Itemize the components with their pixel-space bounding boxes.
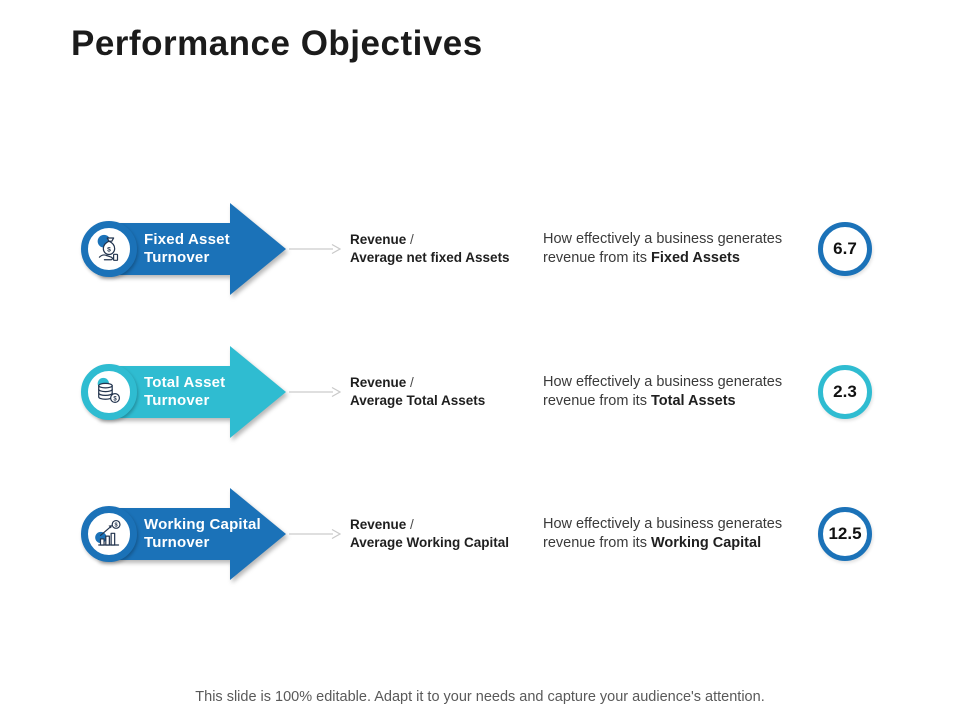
value-badge: 2.3 (818, 365, 872, 419)
description-line1: How effectively a business generates (543, 231, 783, 247)
formula-denominator: Average Working Capital (350, 535, 510, 550)
value-badge: 12.5 (818, 507, 872, 561)
formula: Revenue / Average net fixed Assets (350, 231, 550, 267)
formula-numerator: Revenue (350, 517, 407, 532)
connector-arrow-icon (289, 243, 341, 255)
growth-chart-coin-icon: $ (81, 506, 137, 562)
formula-numerator: Revenue (350, 375, 407, 390)
formula: Revenue / Average Working Capital (350, 516, 550, 552)
arrow-label: Working Capital Turnover (144, 516, 294, 552)
arrow-head (230, 488, 286, 580)
formula-slash: / (410, 232, 414, 247)
coin-stack-icon: $ (81, 364, 137, 420)
formula-denominator: Average Total Assets (350, 393, 486, 408)
svg-text:$: $ (115, 523, 119, 529)
arrow-label: Total Asset Turnover (144, 374, 294, 410)
arrow-label-line2: Turnover (144, 249, 210, 266)
description-line2: revenue from its Total Assets (543, 393, 736, 409)
formula-slash: / (410, 517, 414, 532)
formula: Revenue / Average Total Assets (350, 374, 550, 410)
description-line2: revenue from its Fixed Assets (543, 250, 740, 266)
arrow-label-line2: Turnover (144, 534, 210, 551)
description-bold: Total Assets (651, 393, 736, 409)
arrow-head (230, 346, 286, 438)
description-line1: How effectively a business generates (543, 516, 783, 532)
arrow-head (230, 203, 286, 295)
arrow-label-line1: Total Asset (144, 374, 226, 391)
formula-denominator: Average net fixed Assets (350, 250, 510, 265)
value-badge: 6.7 (818, 222, 872, 276)
hand-money-bag-icon: $ (81, 221, 137, 277)
row-total-asset-turnover: $ Total Asset Turnover Revenue / Average… (0, 342, 960, 442)
formula-slash: / (410, 375, 414, 390)
svg-text:$: $ (107, 246, 111, 253)
arrow-label-line1: Fixed Asset (144, 231, 230, 248)
description-line1: How effectively a business generates (543, 374, 783, 390)
description: How effectively a business generates rev… (543, 373, 828, 411)
svg-text:$: $ (113, 396, 117, 402)
arrow-label: Fixed Asset Turnover (144, 231, 294, 267)
connector-arrow-icon (289, 386, 341, 398)
description-line2: revenue from its Working Capital (543, 535, 762, 551)
connector-arrow-icon (289, 528, 341, 540)
description: How effectively a business generates rev… (543, 515, 828, 553)
formula-numerator: Revenue (350, 232, 407, 247)
arrow-label-line1: Working Capital (144, 516, 261, 533)
page-title: Performance Objectives (71, 24, 483, 63)
description: How effectively a business generates rev… (543, 230, 828, 268)
description-bold: Working Capital (651, 535, 762, 551)
description-bold: Fixed Assets (651, 250, 740, 266)
row-working-capital-turnover: $ Working Capital Turnover Revenue / Ave… (0, 484, 960, 584)
arrow-label-line2: Turnover (144, 392, 210, 409)
footer-note: This slide is 100% editable. Adapt it to… (195, 689, 765, 705)
row-fixed-asset-turnover: $ Fixed Asset Turnover Revenue / Average… (0, 199, 960, 299)
